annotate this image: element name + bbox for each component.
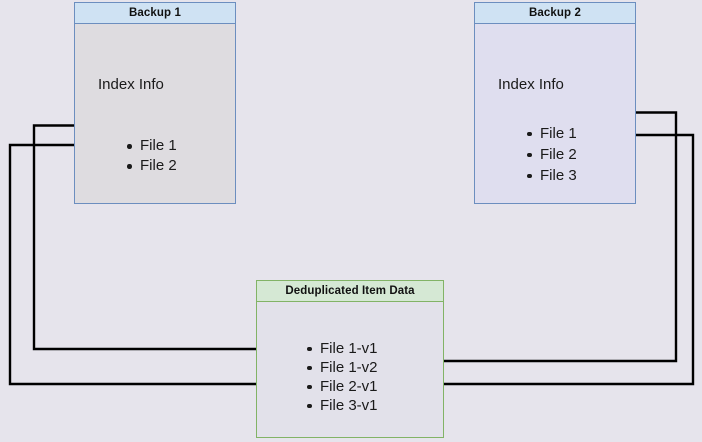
list-item[interactable]: File 2-v1 [306, 377, 378, 396]
backup-1-file-list: File 1 File 2 [126, 136, 177, 176]
list-item[interactable]: File 1 [126, 136, 177, 156]
list-item[interactable]: File 2 [526, 144, 577, 165]
node-deduplicated-item-data-title: Deduplicated Item Data [256, 280, 444, 302]
node-backup-2-title: Backup 2 [474, 2, 636, 24]
list-item[interactable]: File 3 [526, 165, 577, 186]
node-deduplicated-item-data-body: File 1-v1 File 1-v2 File 2-v1 File 3-v1 [256, 302, 444, 438]
list-item[interactable]: File 3-v1 [306, 396, 378, 415]
node-deduplicated-item-data[interactable]: Deduplicated Item Data File 1-v1 File 1-… [256, 280, 444, 438]
node-backup-1-title: Backup 1 [74, 2, 236, 24]
list-item[interactable]: File 1 [526, 123, 577, 144]
node-backup-2[interactable]: Backup 2 Index Info File 1 File 2 File 3 [474, 2, 636, 204]
backup-1-index-info-label: Index Info [98, 76, 164, 93]
backup-2-file-list: File 1 File 2 File 3 [526, 123, 577, 186]
list-item[interactable]: File 2 [126, 156, 177, 176]
list-item[interactable]: File 1-v1 [306, 339, 378, 358]
node-backup-1[interactable]: Backup 1 Index Info File 1 File 2 [74, 2, 236, 204]
list-item[interactable]: File 1-v2 [306, 358, 378, 377]
node-backup-1-body: Index Info File 1 File 2 [74, 24, 236, 204]
deduplicated-file-list: File 1-v1 File 1-v2 File 2-v1 File 3-v1 [306, 339, 378, 415]
backup-2-index-info-label: Index Info [498, 76, 564, 93]
node-backup-2-body: Index Info File 1 File 2 File 3 [474, 24, 636, 204]
